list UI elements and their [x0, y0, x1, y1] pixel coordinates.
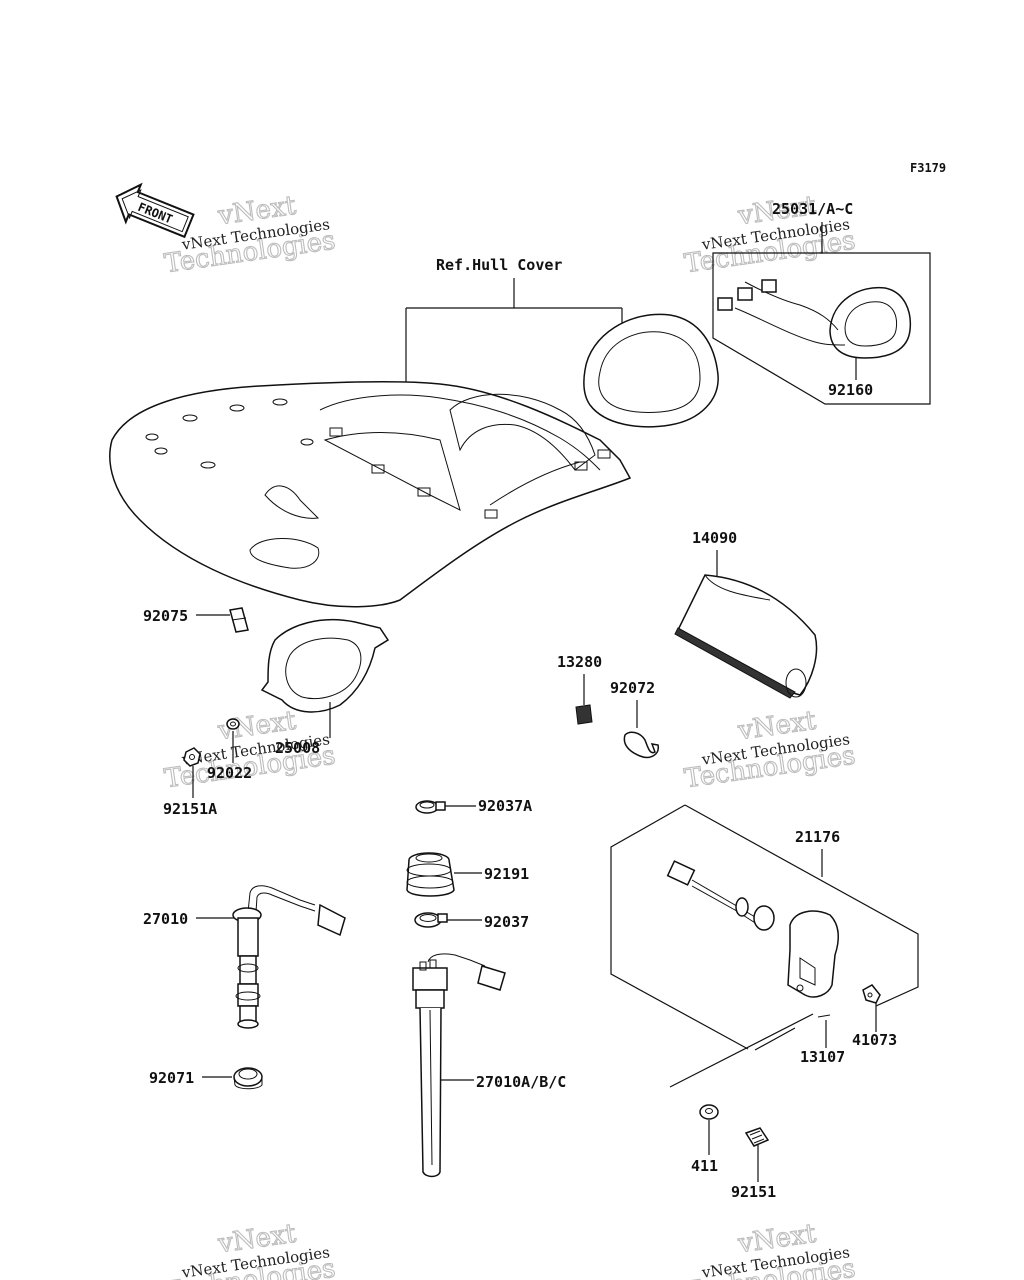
leader-ref-hull-cover: [405, 278, 623, 385]
label-92071: 92071: [149, 1069, 194, 1087]
hull-cover-part: [109, 381, 632, 608]
box-21176-right: [684, 804, 919, 1007]
hull-cover-frame: [583, 313, 719, 428]
box-25031: [712, 252, 931, 405]
label-92151A: 92151A: [163, 800, 217, 818]
washer-92022-part: [226, 718, 240, 730]
watermark-bottom-left: vNext Technologies vNext Technologies: [162, 1218, 338, 1280]
label-14090: 14090: [692, 529, 737, 547]
sensor-21176-part: [666, 860, 840, 998]
label-92191: 92191: [484, 865, 529, 883]
sensor-27010-part: [232, 885, 346, 1029]
label-411: 411: [691, 1157, 718, 1175]
grommet-92071-part: [233, 1067, 263, 1090]
band-92072-part: [623, 731, 659, 759]
label-25008: 25008: [275, 739, 320, 757]
label-27010ABC: 27010A/B/C: [476, 1073, 566, 1091]
label-25031: 25031/A~C: [772, 200, 853, 218]
label-41073: 41073: [852, 1031, 897, 1049]
meter-assembly-part: [717, 279, 912, 359]
watermark-bottom-right: vNext Technologies vNext Technologies: [682, 1218, 858, 1280]
pin-13107-part: [817, 1014, 831, 1018]
figure-code: F3179: [910, 161, 946, 175]
label-ref-hull-cover: Ref.Hull Cover: [436, 256, 562, 274]
nut-92151A-part: [183, 747, 201, 767]
cover-14090-part: [674, 574, 818, 699]
front-arrow-icon: FRONT: [115, 182, 195, 239]
label-21176: 21176: [795, 828, 840, 846]
bolt-92151-part: [744, 1127, 770, 1147]
label-13280: 13280: [557, 653, 602, 671]
clamp-92037A-part: [415, 800, 446, 814]
bracket-25008-part: [260, 618, 390, 713]
label-92022: 92022: [207, 764, 252, 782]
sender-27010ABC-part: [412, 953, 506, 1178]
clip-41073-part: [862, 984, 881, 1004]
boot-92191-part: [406, 852, 455, 897]
label-92160: 92160: [828, 381, 873, 399]
label-92037A: 92037A: [478, 797, 532, 815]
label-92075: 92075: [143, 607, 188, 625]
box-21176-bottom: [669, 1013, 814, 1088]
label-27010: 27010: [143, 910, 188, 928]
label-13107: 13107: [800, 1048, 845, 1066]
label-92151: 92151: [731, 1183, 776, 1201]
washer-411-part: [699, 1104, 719, 1120]
clip-92075-part: [229, 607, 249, 633]
plate-13280-part: [575, 704, 593, 725]
box-21176-left: [610, 804, 749, 1050]
clamp-92037-part: [414, 912, 448, 928]
label-92037: 92037: [484, 913, 529, 931]
label-92072: 92072: [610, 679, 655, 697]
watermark-mid-right: vNext Technologies vNext Technologies: [682, 705, 858, 795]
